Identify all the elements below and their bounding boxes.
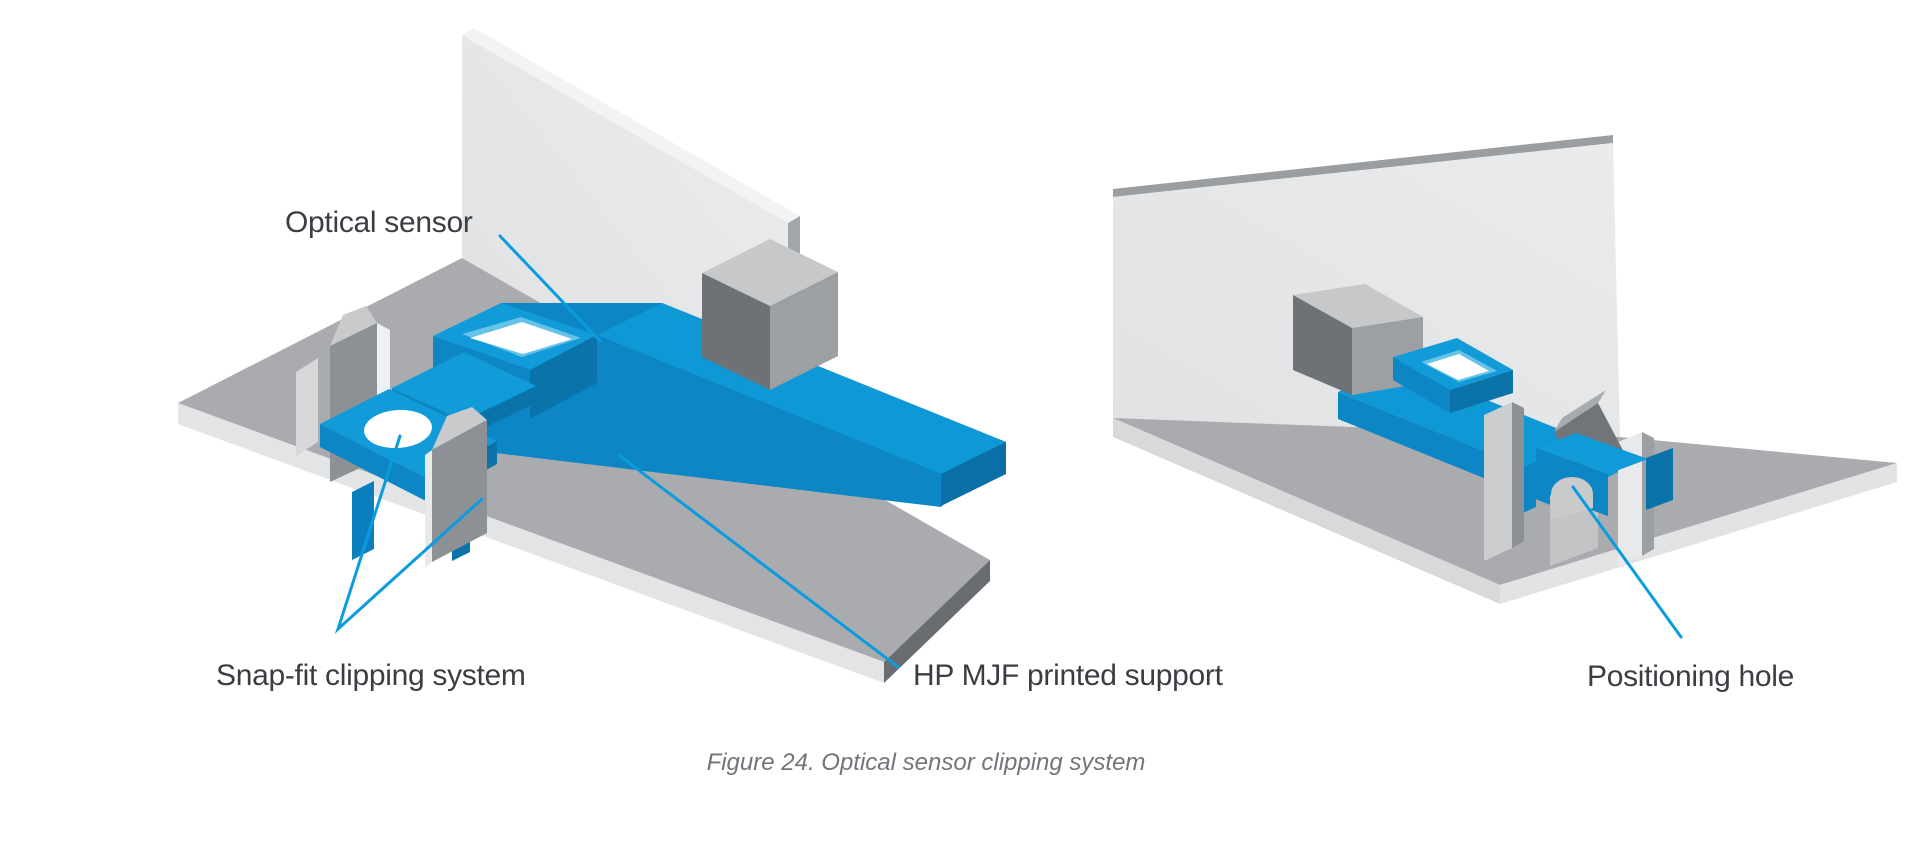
clip-plate-left-face [320, 424, 428, 502]
clip-front-post-face [432, 420, 487, 562]
bridge-top [1536, 433, 1648, 474]
bridge-tab-right [1646, 448, 1673, 510]
figure-caption: Figure 24. Optical sensor clipping syste… [707, 749, 1146, 776]
clip-finger-left [296, 358, 318, 456]
sensor-bar-deck-top [597, 303, 1006, 474]
optical-sensor-leader [498, 234, 602, 343]
sensor-window [470, 322, 572, 354]
wall-mount-cube-left [702, 273, 770, 390]
wall-mount-cube2-left [1293, 295, 1352, 395]
right-scene-assembled-view [1113, 135, 1897, 604]
base-plate-left-edge [178, 403, 884, 683]
wall-mount-cube-right [770, 272, 838, 390]
hp-mjf-label: HP MJF printed support [913, 659, 1224, 692]
base-plate2-left-edge [1113, 418, 1500, 604]
leader-lines [334, 234, 1683, 669]
wall-mount-cube2-top [1293, 284, 1423, 328]
clip-back-post-chamfer [330, 306, 377, 346]
positioning-hole-label: Positioning hole [1587, 660, 1794, 693]
sensor-bar-deck-front [597, 335, 941, 507]
wall-top-bevel [462, 28, 800, 223]
base-plate-front-edge [884, 560, 990, 683]
clip2-arm-bevel [1554, 390, 1606, 432]
sensor-box2-left-face [1393, 357, 1450, 413]
clip-front-post-side [425, 450, 432, 568]
clip2-left-post-side [1512, 402, 1524, 548]
base-plate2-right-edge [1500, 463, 1897, 604]
hp-mjf-leader [618, 454, 900, 669]
left-scene-assembled-view [178, 28, 1006, 683]
wall-mount-cube-top [702, 239, 838, 306]
snap-fit-leaders [334, 434, 484, 634]
positioning-hole-arch [1551, 477, 1593, 520]
snap-fit-label: Snap-fit clipping system [216, 659, 526, 692]
positioning-hole-leader [1571, 485, 1683, 639]
sensor-box-right-face [530, 335, 597, 419]
clip-plate-leg-left [352, 481, 374, 560]
sensor-bar-deck-end [941, 442, 1006, 506]
sensor-window2 [1427, 354, 1489, 380]
optical-sensor-label: Optical sensor [285, 206, 473, 239]
clip2-left-post-face [1484, 402, 1512, 561]
wall2-top-bevel [1113, 135, 1613, 197]
bar-step-top [392, 352, 536, 421]
sensor-box2-right-face [1450, 370, 1513, 413]
clip-front-post-chamfer [432, 407, 487, 450]
clip-plate-hole [364, 409, 432, 449]
